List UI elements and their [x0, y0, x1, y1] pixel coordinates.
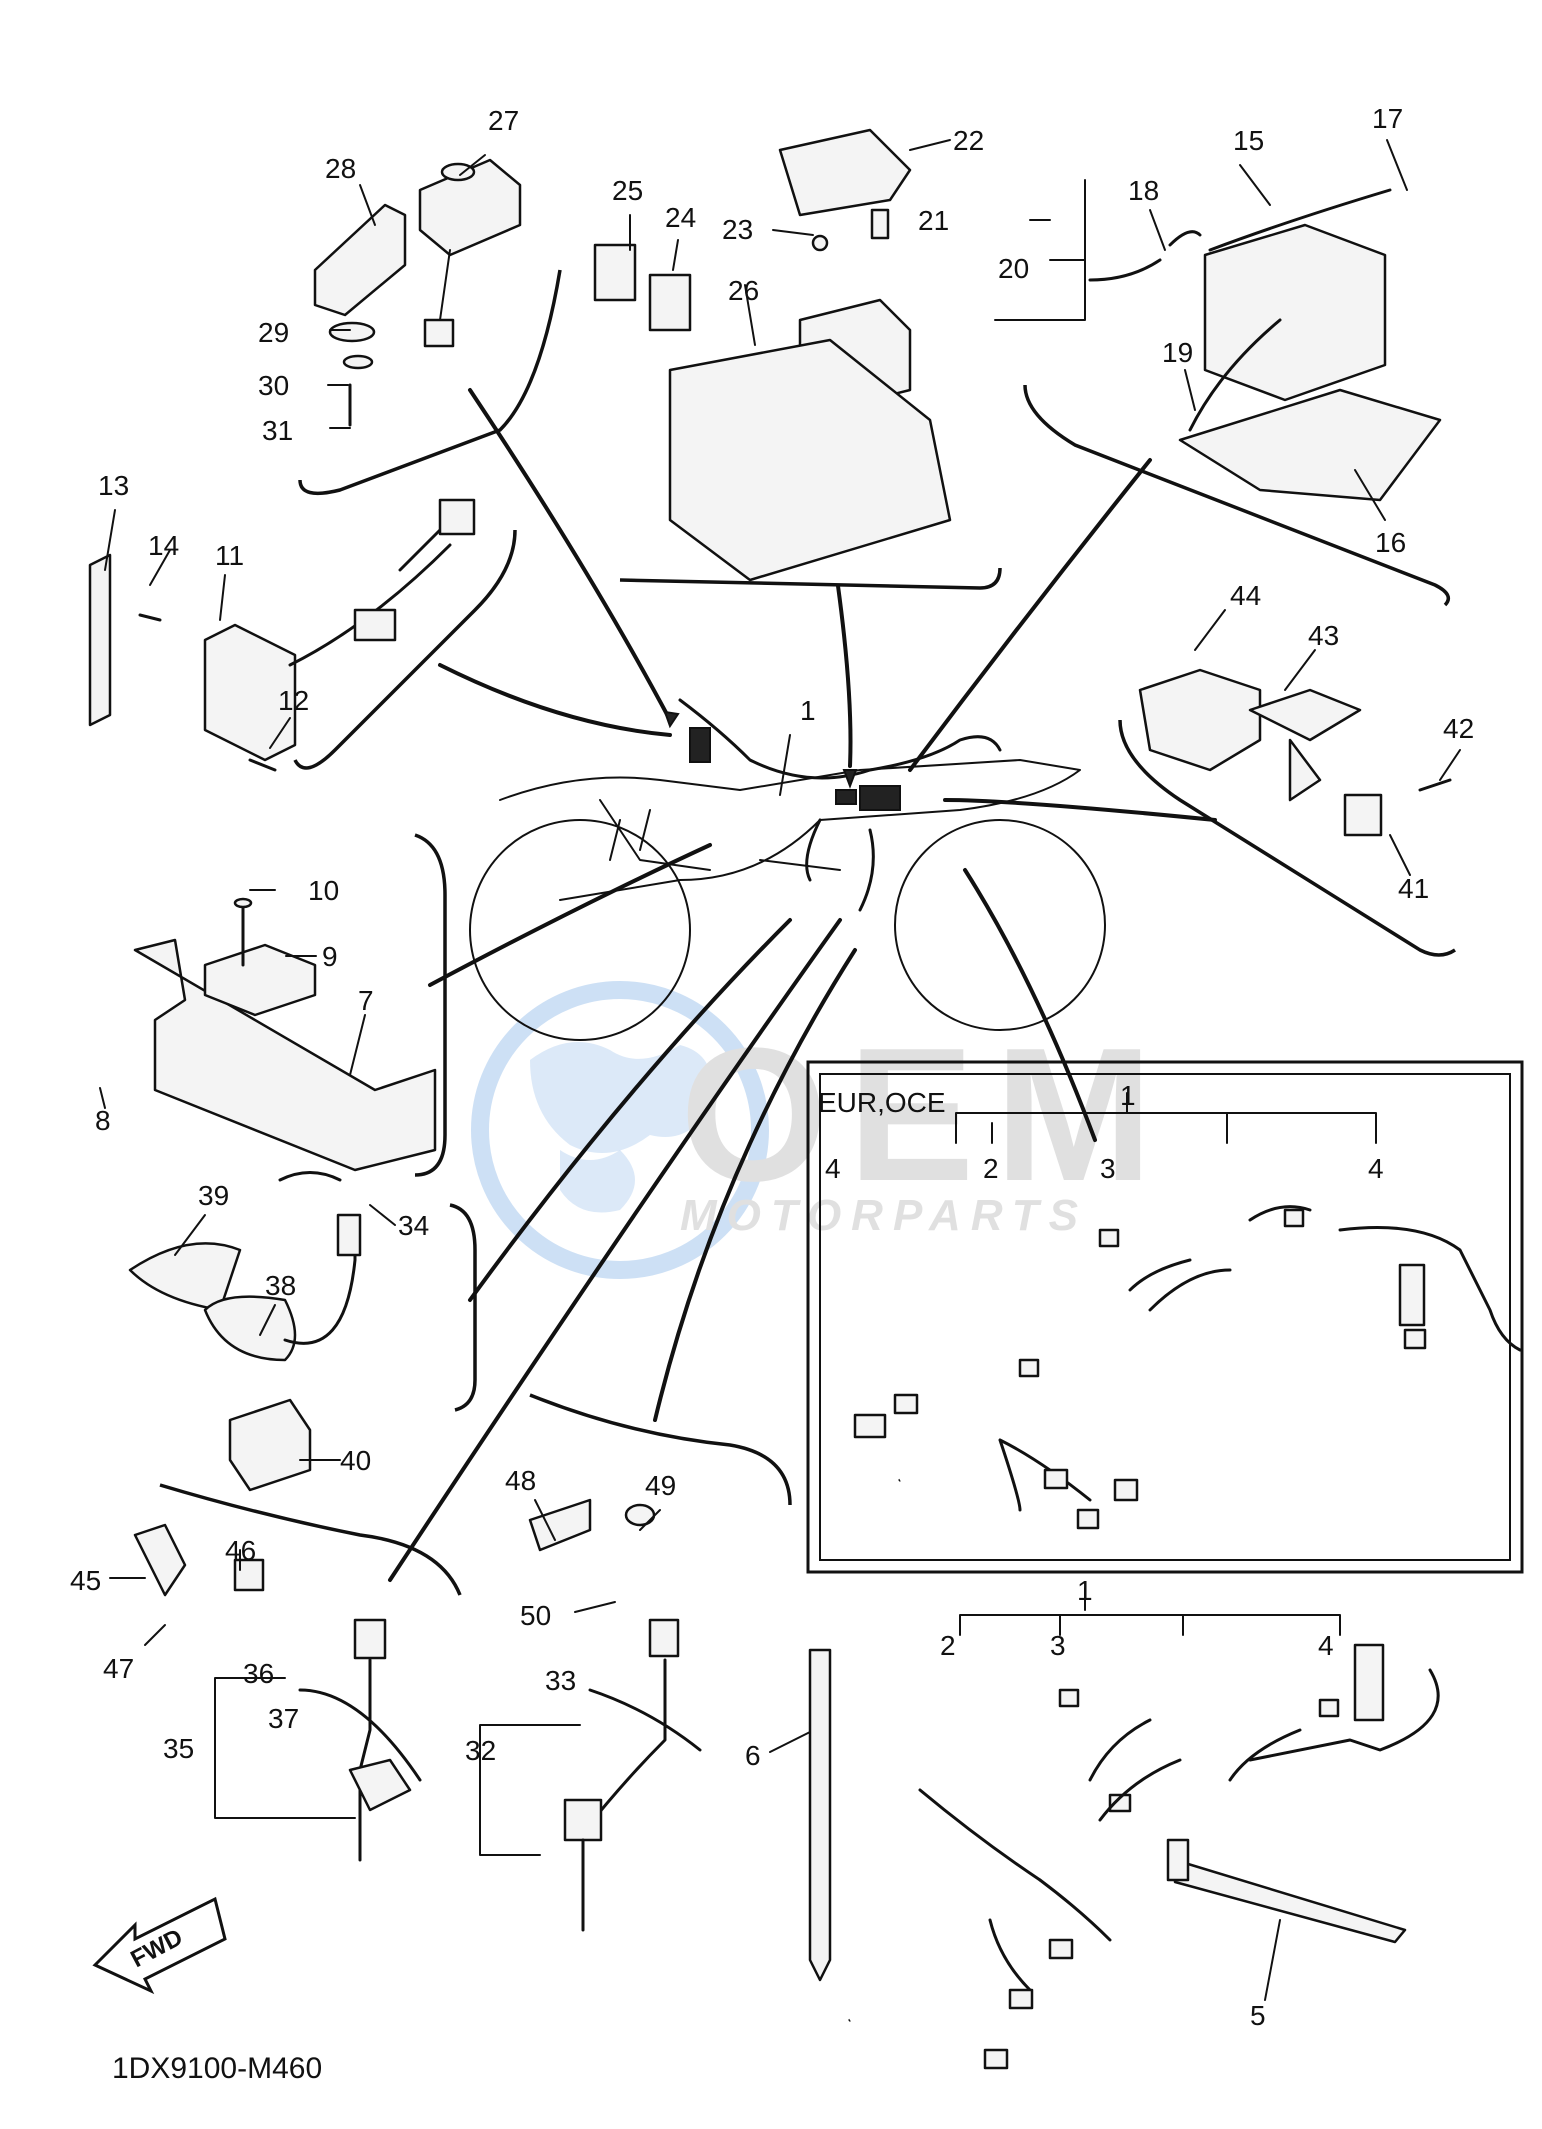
lower-label-2: 2 [940, 1630, 956, 1661]
part-label-17: 17 [1372, 103, 1403, 134]
motorcycle-outline [469, 698, 1106, 1041]
part-label-27: 27 [488, 105, 519, 136]
part-label-30: 30 [258, 370, 289, 401]
watermark-brand: OEM [680, 1009, 1173, 1221]
part-label-11: 11 [215, 540, 244, 571]
part-label-28: 28 [325, 153, 356, 184]
part-label-23: 23 [722, 214, 753, 245]
part-label-40: 40 [340, 1445, 371, 1476]
part-label-34: 34 [398, 1210, 429, 1241]
part-label-16: 16 [1375, 527, 1406, 558]
watermark: OEM MOTORPARTS [471, 981, 1173, 1279]
part-cable-tie [808, 1648, 832, 1982]
part-label-26: 26 [728, 275, 759, 306]
part-label-13: 13 [98, 470, 129, 501]
part-label-29: 29 [258, 317, 289, 348]
part-label-22: 22 [953, 125, 984, 156]
inset-label-1: 1 [1120, 1080, 1136, 1111]
part-group-battery [1088, 188, 1442, 502]
part-label-33: 33 [545, 1665, 576, 1696]
group-boundaries [159, 269, 1456, 1596]
part-label-49: 49 [645, 1470, 676, 1501]
lower-label-3: 3 [1050, 1630, 1066, 1661]
part-label-15: 15 [1233, 125, 1264, 156]
inset-eur-oce [806, 1060, 1524, 1574]
lower-harness [847, 1643, 1440, 2070]
part-label-46: 46 [225, 1535, 256, 1566]
fwd-arrow: FWD [92, 1896, 227, 1995]
part-label-9: 9 [322, 941, 338, 972]
part-label-44: 44 [1230, 580, 1261, 611]
part-label-45: 45 [70, 1565, 101, 1596]
number-brackets [214, 179, 1377, 1856]
lower-harness-text: 1 2 3 4 [940, 1575, 1334, 1661]
part-label-31: 31 [262, 415, 293, 446]
part-labels: 27 28 29 30 31 22 25 24 23 21 20 26 15 1… [70, 103, 1474, 2031]
part-label-50: 50 [520, 1600, 551, 1631]
part-label-36: 36 [243, 1658, 274, 1689]
callout-arrows [388, 388, 1217, 1582]
part-group-regulator [88, 498, 476, 772]
part-label-8: 8 [95, 1105, 111, 1136]
part-label-47: 47 [103, 1653, 134, 1684]
part-label-25: 25 [612, 175, 643, 206]
lower-label-4: 4 [1318, 1630, 1334, 1661]
part-label-42: 42 [1443, 713, 1474, 744]
part-label-24: 24 [665, 202, 696, 233]
lower-label-1: 1 [1077, 1575, 1093, 1606]
inset-label-3: 3 [1100, 1153, 1116, 1184]
part-group-top-left [313, 158, 522, 427]
leader-lines [99, 139, 1461, 2001]
part-label-39: 39 [198, 1180, 229, 1211]
part-label-32: 32 [465, 1735, 496, 1766]
inset-label-4-right: 4 [1368, 1153, 1384, 1184]
part-label-43: 43 [1308, 620, 1339, 651]
diagram-code: 1DX9100-M460 [112, 2052, 322, 2085]
part-group-neutral-switch [528, 1498, 702, 1932]
part-label-7: 7 [358, 985, 374, 1016]
part-label-21: 21 [918, 205, 949, 236]
part-label-19: 19 [1162, 337, 1193, 368]
part-label-37: 37 [268, 1703, 299, 1734]
part-group-switch [133, 1523, 422, 1862]
part-label-35: 35 [163, 1733, 194, 1764]
watermark-sub: MOTORPARTS [680, 1191, 1088, 1240]
inset-text: EUR,OCE 1 2 3 4 4 [818, 1080, 1384, 1184]
part-label-38: 38 [265, 1270, 296, 1301]
part-label-1-main: 1 [800, 695, 816, 726]
region-label: EUR,OCE [818, 1087, 946, 1118]
inset-label-2: 2 [983, 1153, 999, 1184]
part-label-18: 18 [1128, 175, 1159, 206]
part-group-relay [1138, 668, 1452, 837]
part-label-20: 20 [998, 253, 1029, 284]
part-label-41: 41 [1398, 873, 1429, 904]
part-label-14: 14 [148, 530, 179, 561]
part-label-12: 12 [278, 685, 309, 716]
part-group-top-center [593, 128, 952, 582]
part-group-sensor-bracket [133, 897, 437, 1172]
part-label-5: 5 [1250, 2000, 1266, 2031]
inset-label-4-left: 4 [825, 1153, 841, 1184]
part-label-6: 6 [745, 1740, 761, 1771]
part-group-coil [128, 1171, 362, 1492]
part-label-10: 10 [308, 875, 339, 906]
part-band [1166, 1838, 1407, 1944]
part-label-48: 48 [505, 1465, 536, 1496]
